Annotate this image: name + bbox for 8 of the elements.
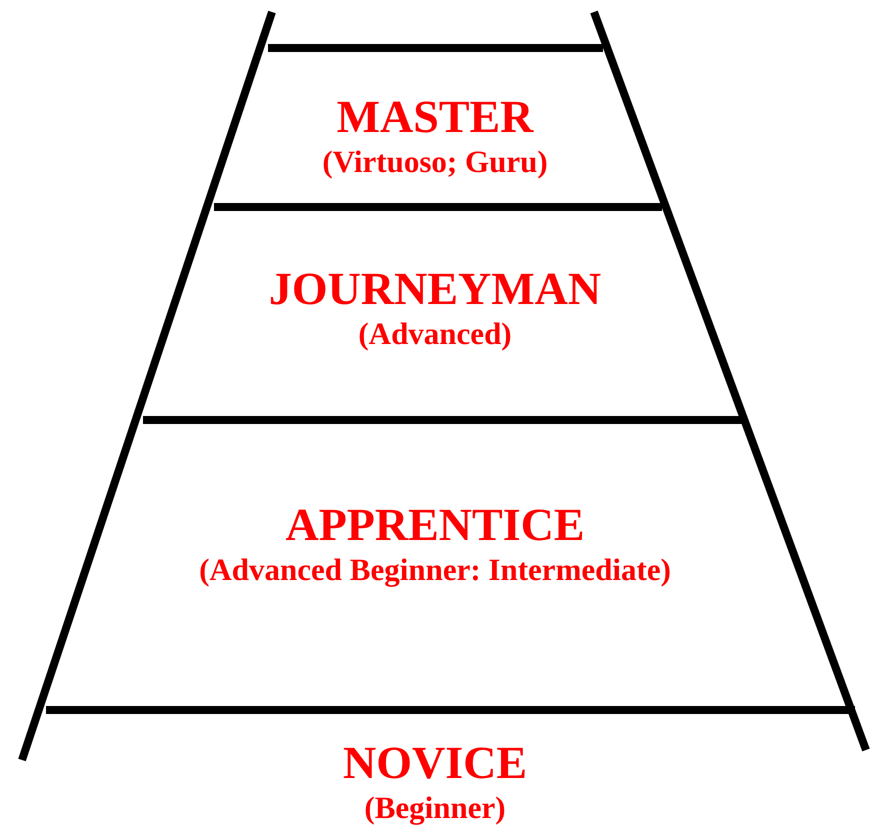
level-subtitle: (Beginner) xyxy=(364,788,506,826)
level-title: MASTER xyxy=(336,92,534,143)
level-subtitle: (Advanced) xyxy=(358,314,512,352)
level-title: JOURNEYMAN xyxy=(268,264,602,315)
level-title: APPRENTICE xyxy=(285,500,585,551)
level-title: NOVICE xyxy=(342,738,528,789)
level-subtitle: (Virtuoso; Guru) xyxy=(322,142,548,180)
level-subtitle: (Advanced Beginner: Intermediate) xyxy=(199,550,671,588)
